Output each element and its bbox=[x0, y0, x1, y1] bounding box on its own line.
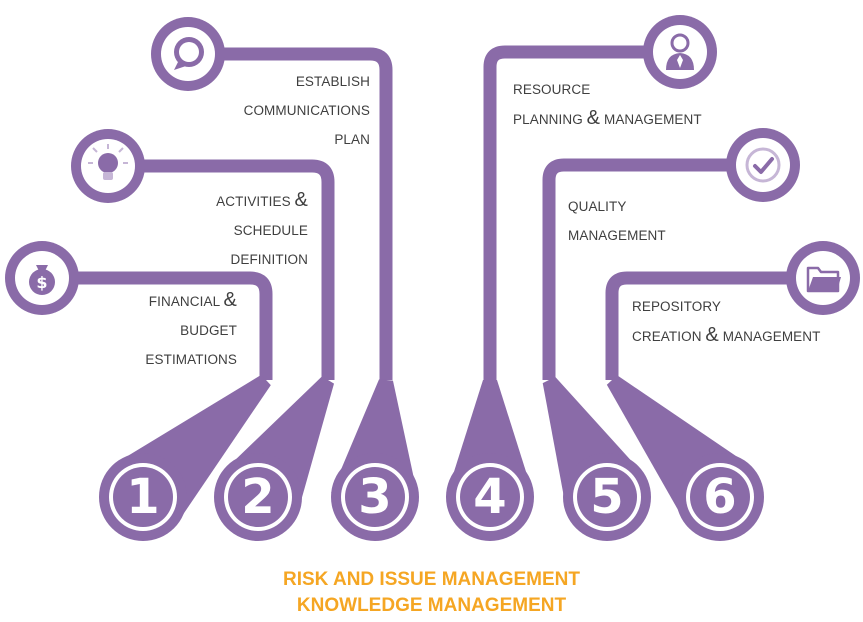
connector-pipe-3 bbox=[188, 47, 393, 380]
connector-pipe-1 bbox=[42, 271, 273, 380]
step-badge-1: 1 bbox=[99, 453, 187, 541]
step-badge-3: 3 bbox=[331, 453, 419, 541]
item-label-1: FINANCIAL & BUDGET ESTIMATIONS bbox=[100, 286, 237, 374]
item-1-line-2: BUDGET bbox=[180, 323, 237, 338]
item-6-line-2: CREATION & MANAGEMENT bbox=[632, 324, 821, 346]
step-number-2: 2 bbox=[241, 469, 274, 525]
money-bag-icon: $ bbox=[5, 241, 79, 315]
step-number-1: 1 bbox=[126, 469, 159, 525]
connector-pipe-6 bbox=[605, 271, 823, 380]
item-3-line-3: PLAN bbox=[334, 132, 370, 147]
item-4-line-1: RESOURCE bbox=[513, 82, 591, 97]
step-number-4: 4 bbox=[473, 469, 506, 525]
item-2-line-3: DEFINITION bbox=[230, 252, 308, 267]
item-1-line-3: ESTIMATIONS bbox=[145, 352, 237, 367]
step-badge-2: 2 bbox=[214, 453, 302, 541]
checkmark-icon bbox=[726, 128, 800, 202]
item-5-line-1: QUALITY bbox=[568, 199, 627, 214]
item-label-6: REPOSITORY CREATION & MANAGEMENT bbox=[632, 292, 860, 351]
step-badge-5: 5 bbox=[563, 453, 651, 541]
step-number-6: 6 bbox=[703, 469, 736, 525]
item-3-line-1: ESTABLISH bbox=[295, 74, 370, 89]
item-3-line-2: COMMUNICATIONS bbox=[243, 103, 370, 118]
step-number-5: 5 bbox=[590, 469, 623, 525]
item-2-line-1: ACTIVITIES & bbox=[216, 189, 308, 211]
item-5-line-2: MANAGEMENT bbox=[568, 228, 666, 243]
connector-pipe-5 bbox=[542, 158, 763, 380]
item-4-line-2: PLANNING & MANAGEMENT bbox=[513, 107, 702, 129]
item-label-2: ACTIVITIES & SCHEDULE DEFINITION bbox=[160, 186, 308, 274]
item-1-line-1: FINANCIAL & bbox=[148, 289, 237, 311]
item-2-line-2: SCHEDULE bbox=[233, 223, 308, 238]
step-badge-4: 4 bbox=[446, 453, 534, 541]
step-number-3: 3 bbox=[358, 469, 391, 525]
item-label-4: RESOURCE PLANNING & MANAGEMENT bbox=[513, 75, 748, 134]
item-label-3: ESTABLISH COMMUNICATIONS PLAN bbox=[200, 67, 370, 154]
svg-text:$: $ bbox=[36, 273, 47, 292]
speech-bubble-icon bbox=[151, 17, 225, 91]
connector-pipe-4 bbox=[483, 45, 680, 380]
footer-line-2: KNOWLEDGE MANAGEMENT bbox=[296, 595, 567, 616]
lightbulb-icon bbox=[71, 129, 145, 203]
person-icon bbox=[643, 15, 717, 89]
connector-pipe-2 bbox=[108, 159, 335, 380]
step-badge-6: 6 bbox=[676, 453, 764, 541]
folder-icon bbox=[786, 241, 860, 315]
footer-line-1: RISK AND ISSUE MANAGEMENT bbox=[283, 569, 580, 590]
item-6-line-1: REPOSITORY bbox=[632, 299, 722, 314]
item-label-5: QUALITY MANAGEMENT bbox=[568, 192, 718, 250]
